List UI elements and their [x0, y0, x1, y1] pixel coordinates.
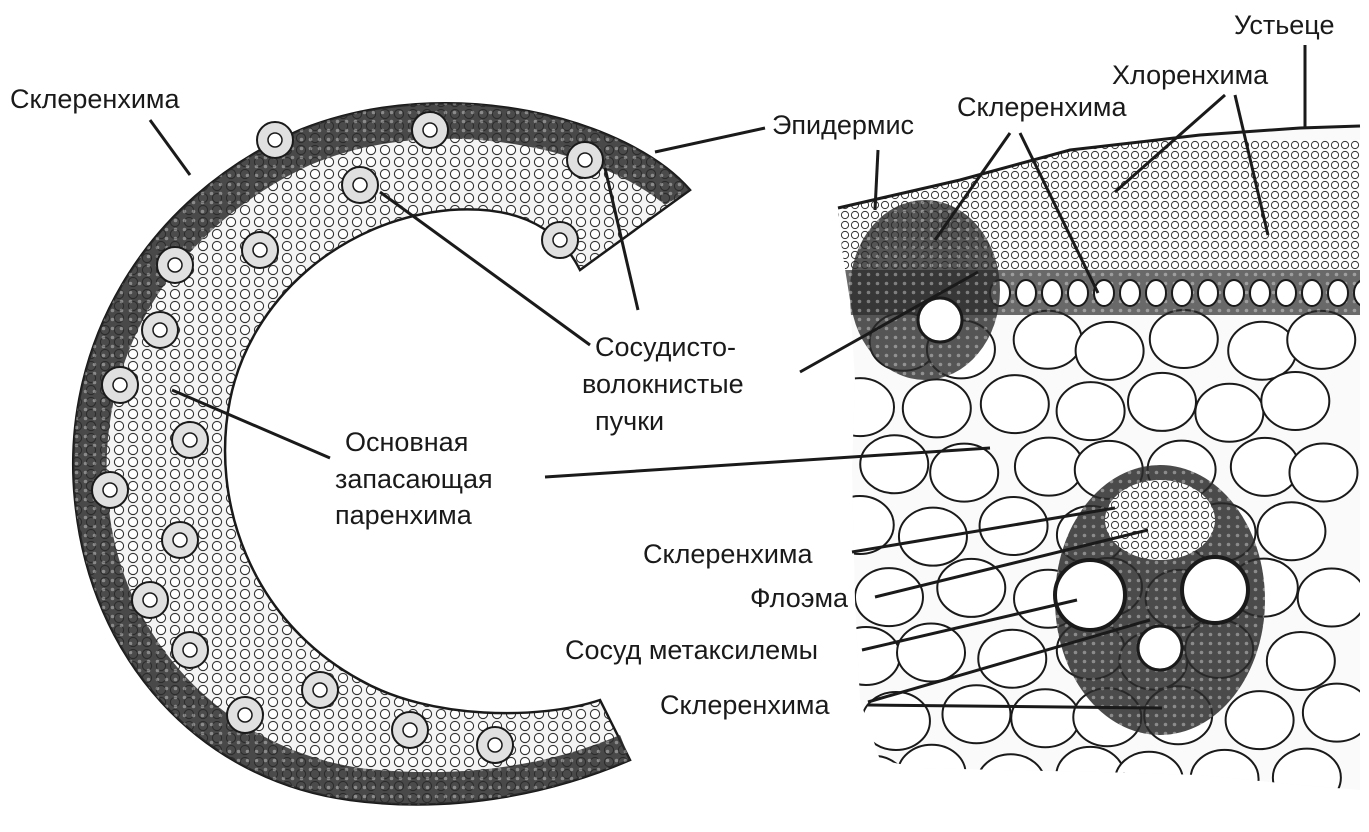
label-ground-parenchyma-2: запасающая [335, 462, 493, 496]
row-cell [1198, 280, 1218, 306]
label-sclerenchyma-bottom: Склеренхима [660, 688, 830, 722]
label-sclerenchyma-top: Склеренхима [957, 90, 1127, 124]
label-chlorenchyma: Хлоренхима [1112, 58, 1268, 92]
parenchyma-cell [1191, 750, 1259, 808]
parenchyma-cell [855, 568, 923, 626]
parenchyma-cell [1289, 444, 1357, 502]
row-cell [1172, 280, 1192, 306]
parenchyma-cell [903, 379, 971, 437]
parenchyma-cell [1150, 310, 1218, 368]
protoxylem-vessel [1138, 626, 1182, 670]
upper-bundle-vessel [918, 298, 962, 342]
label-ground-parenchyma-3: паренхима [335, 498, 472, 532]
row-cell [1146, 280, 1166, 306]
right-detail-group [826, 120, 1369, 814]
label-phloem: Флоэма [750, 581, 848, 615]
row-cell [1068, 280, 1088, 306]
parenchyma-cell [898, 745, 966, 803]
parenchyma-cell [1261, 372, 1329, 430]
row-cell [1042, 280, 1062, 306]
parenchyma-cell [899, 508, 967, 566]
parenchyma-cell [1076, 322, 1144, 380]
metaxylem-vessel-right [1182, 557, 1248, 623]
parenchyma-cell [1228, 322, 1296, 380]
parenchyma-cell [1015, 438, 1083, 496]
phloem-area [1105, 480, 1215, 560]
parenchyma-cell [1267, 632, 1335, 690]
label-sclerenchyma-mid: Склеренхима [643, 537, 813, 571]
row-cell [1250, 280, 1270, 306]
label-vascular-bundles-2: волокнистые [582, 367, 744, 401]
parenchyma-cell [826, 378, 894, 436]
parenchyma-cell [1303, 684, 1369, 742]
parenchyma-cell [897, 624, 965, 682]
sclerenchyma-row-cells [990, 280, 1369, 306]
parenchyma-cell [977, 754, 1045, 812]
label-metaxylem-vessel: Сосуд метаксилемы [565, 633, 818, 667]
parenchyma-cell [1273, 749, 1341, 807]
parenchyma-cell [1115, 752, 1183, 810]
parenchyma-cell [1057, 382, 1125, 440]
parenchyma-cell [1128, 373, 1196, 431]
parenchyma-cell [1298, 569, 1366, 627]
label-vascular-bundles-1: Сосудисто- [595, 330, 736, 364]
parenchyma-cell [832, 627, 900, 685]
label-epidermis: Эпидермис [772, 108, 914, 142]
parenchyma-cell [1014, 311, 1082, 369]
parenchyma-cell [1056, 747, 1124, 805]
metaxylem-vessel-left [1055, 560, 1125, 630]
parenchyma-cell [1011, 689, 1079, 747]
parenchyma-cell [860, 435, 928, 493]
label-stoma: Устьеце [1234, 8, 1334, 42]
label-ground-parenchyma-1: Основная [345, 425, 468, 459]
parenchyma-cell [1287, 311, 1355, 369]
row-cell [1016, 280, 1036, 306]
parenchyma-cell [1226, 691, 1294, 749]
label-vascular-bundles-3: пучки [595, 404, 664, 438]
parenchyma-cell [1231, 438, 1299, 496]
parenchyma-cell [981, 375, 1049, 433]
parenchyma-cell [1195, 384, 1263, 442]
row-cell [1354, 280, 1369, 306]
upper-bundle [850, 200, 1000, 380]
parenchyma-cell [942, 685, 1010, 743]
parenchyma-cell [1257, 502, 1325, 560]
row-cell [1302, 280, 1322, 306]
row-cell [1276, 280, 1296, 306]
row-cell [1120, 280, 1140, 306]
row-cell [1224, 280, 1244, 306]
row-cell [1328, 280, 1348, 306]
label-sclerenchyma-left: Склеренхима [10, 82, 180, 116]
parenchyma-cell [839, 756, 907, 814]
